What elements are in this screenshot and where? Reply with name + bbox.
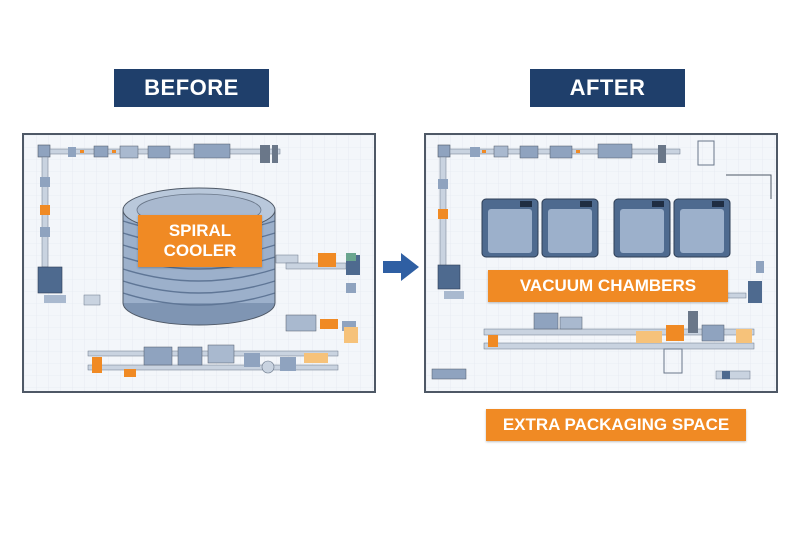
vacuum-chamber-3 (613, 198, 671, 258)
vacuum-chamber-4 (673, 198, 731, 258)
extra-packaging-space-label: EXTRA PACKAGING SPACE (486, 409, 746, 441)
vacuum-chambers-label: VACUUM CHAMBERS (488, 270, 728, 302)
spiral-cooler-label-text: SPIRAL COOLER (163, 221, 237, 260)
bottom-conveyor (87, 344, 339, 377)
vacuum-chambers-label-text: VACUUM CHAMBERS (519, 276, 697, 295)
before-title-text: BEFORE (144, 75, 239, 100)
arrow-right-icon (383, 253, 419, 281)
vacuum-chamber-2 (541, 198, 599, 258)
after-floor-plan (424, 133, 778, 393)
after-layout-drawing (426, 135, 776, 391)
top-conveyor (437, 140, 772, 199)
right-equipment (275, 253, 360, 343)
packaging-line (431, 311, 755, 380)
left-conveyor (37, 156, 101, 306)
vacuum-chambers (481, 198, 731, 258)
vacuum-chamber-1 (481, 198, 539, 258)
after-title: AFTER (530, 69, 685, 107)
extra-packaging-space-label-text: EXTRA PACKAGING SPACE (502, 415, 730, 434)
after-title-text: AFTER (569, 75, 646, 100)
left-conveyor (437, 156, 464, 299)
spiral-cooler-label: SPIRAL COOLER (138, 215, 262, 267)
right-equipment (715, 261, 764, 303)
before-title: BEFORE (114, 69, 269, 107)
top-conveyor (37, 143, 281, 163)
